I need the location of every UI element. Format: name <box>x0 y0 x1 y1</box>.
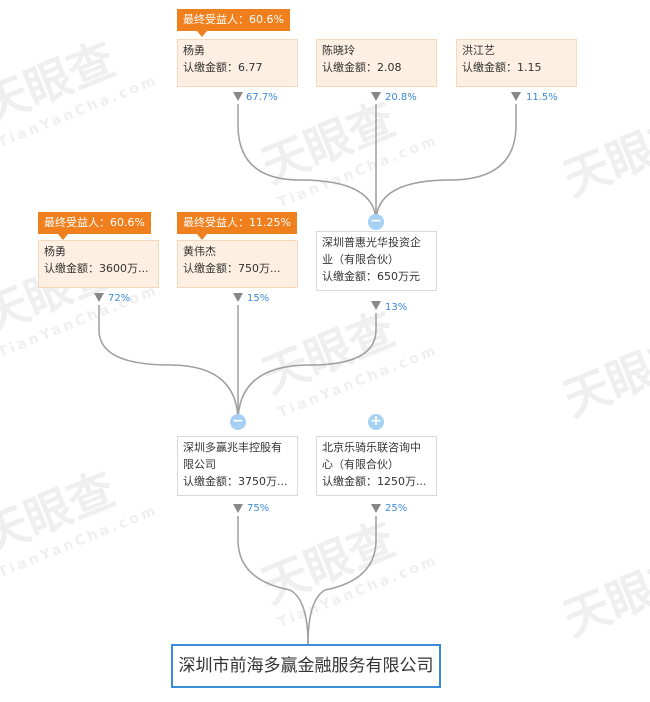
shareholder-card-huangweijie[interactable]: 黄伟杰 认缴金额：750万... <box>177 240 298 288</box>
link-yangyong-top <box>237 104 377 223</box>
share-percent: 75% <box>247 503 270 514</box>
beneficiary-badge: 最终受益人：60.6% <box>38 212 151 240</box>
arrow-down-icon <box>511 92 521 101</box>
share-percent: 13% <box>385 302 408 313</box>
arrow-down-icon <box>371 301 381 310</box>
arrow-down-icon <box>233 92 243 101</box>
arrow-down-icon <box>371 92 381 101</box>
arrow-down-icon <box>233 293 243 302</box>
shareholder-name: 洪江艺 <box>462 44 495 57</box>
link-yangyong-mid <box>98 305 239 423</box>
share-percent: 15% <box>247 293 270 304</box>
arrow-down-icon <box>94 293 104 302</box>
company-name: 深圳多赢兆丰控股有 <box>183 441 282 454</box>
company-name: 深圳普惠光华投资企 <box>322 236 421 249</box>
collapse-toggle-icon[interactable]: − <box>368 214 384 230</box>
beneficiary-badge: 最终受益人：60.6% <box>177 9 290 37</box>
subscribed-amount: 认缴金额：1250万... <box>322 475 427 488</box>
link-beijing-leqi <box>307 516 377 645</box>
subscribed-amount: 认缴金额：750万... <box>183 262 281 275</box>
subscribed-amount: 认缴金额：3750万... <box>183 475 288 488</box>
shareholder-card-yangyong[interactable]: 杨勇 认缴金额：6.77 <box>177 39 298 87</box>
shareholder-card-yangyong[interactable]: 杨勇 认缴金额：3600万... <box>38 240 159 288</box>
company-name: 业（有限合伙） <box>322 253 399 266</box>
company-name: 限公司 <box>183 458 216 471</box>
shareholder-name: 陈晓玲 <box>322 44 355 57</box>
root-company[interactable]: 深圳市前海多赢金融服务有限公司 <box>171 644 441 688</box>
arrow-down-icon <box>233 504 243 513</box>
beneficiary-badge: 最终受益人：11.25% <box>177 212 297 240</box>
subscribed-amount: 认缴金额：1.15 <box>462 61 542 74</box>
shareholder-name: 杨勇 <box>183 44 205 57</box>
company-name: 心（有限合伙） <box>322 458 399 471</box>
company-card-shenzhen-duoying[interactable]: 深圳多赢兆丰控股有 限公司 认缴金额：3750万... <box>177 436 298 496</box>
company-card-shenzhen-puhui[interactable]: 深圳普惠光华投资企 业（有限合伙） 认缴金额：650万元 <box>316 231 437 291</box>
link-shenzhen-duoying <box>237 516 309 645</box>
shareholder-name: 杨勇 <box>44 245 66 258</box>
company-card-beijing-leqi[interactable]: 北京乐骑乐联咨询中 心（有限合伙） 认缴金额：1250万... <box>316 436 437 496</box>
collapse-toggle-icon[interactable]: − <box>230 414 246 430</box>
subscribed-amount: 认缴金额：3600万... <box>44 262 149 275</box>
shareholder-card-hongjiangyi[interactable]: 洪江艺 认缴金额：1.15 <box>456 39 577 87</box>
share-percent: 20.8% <box>385 92 417 103</box>
share-percent: 25% <box>385 503 408 514</box>
subscribed-amount: 认缴金额：6.77 <box>183 61 263 74</box>
shareholder-name: 黄伟杰 <box>183 245 216 258</box>
subscribed-amount: 认缴金额：650万元 <box>322 270 420 283</box>
arrow-down-icon <box>371 504 381 513</box>
link-hongjiangyi <box>375 104 517 223</box>
share-percent: 11.5% <box>526 92 558 103</box>
share-percent: 72% <box>108 293 131 304</box>
shareholder-card-chenxiaoling[interactable]: 陈晓玲 认缴金额：2.08 <box>316 39 437 87</box>
link-shenzhen-puhui <box>237 313 377 423</box>
company-name: 北京乐骑乐联咨询中 <box>322 441 421 454</box>
subscribed-amount: 认缴金额：2.08 <box>322 61 402 74</box>
share-percent: 67.7% <box>246 92 278 103</box>
expand-toggle-icon[interactable]: + <box>368 414 384 430</box>
